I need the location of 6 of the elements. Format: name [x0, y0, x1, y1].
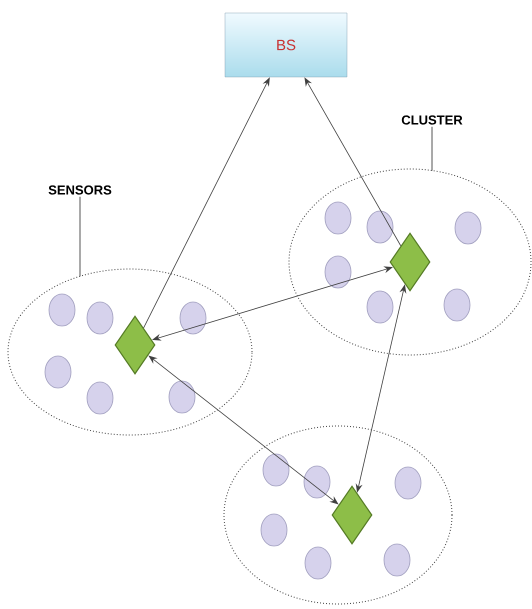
label-text: SENSORS	[48, 185, 112, 195]
cluster-ellipse	[224, 426, 452, 604]
cluster-ellipse	[8, 268, 252, 436]
base-station-box: BS	[224, 12, 348, 78]
cluster-ellipse	[288, 168, 532, 356]
label-text: CLUSTER	[402, 115, 462, 125]
